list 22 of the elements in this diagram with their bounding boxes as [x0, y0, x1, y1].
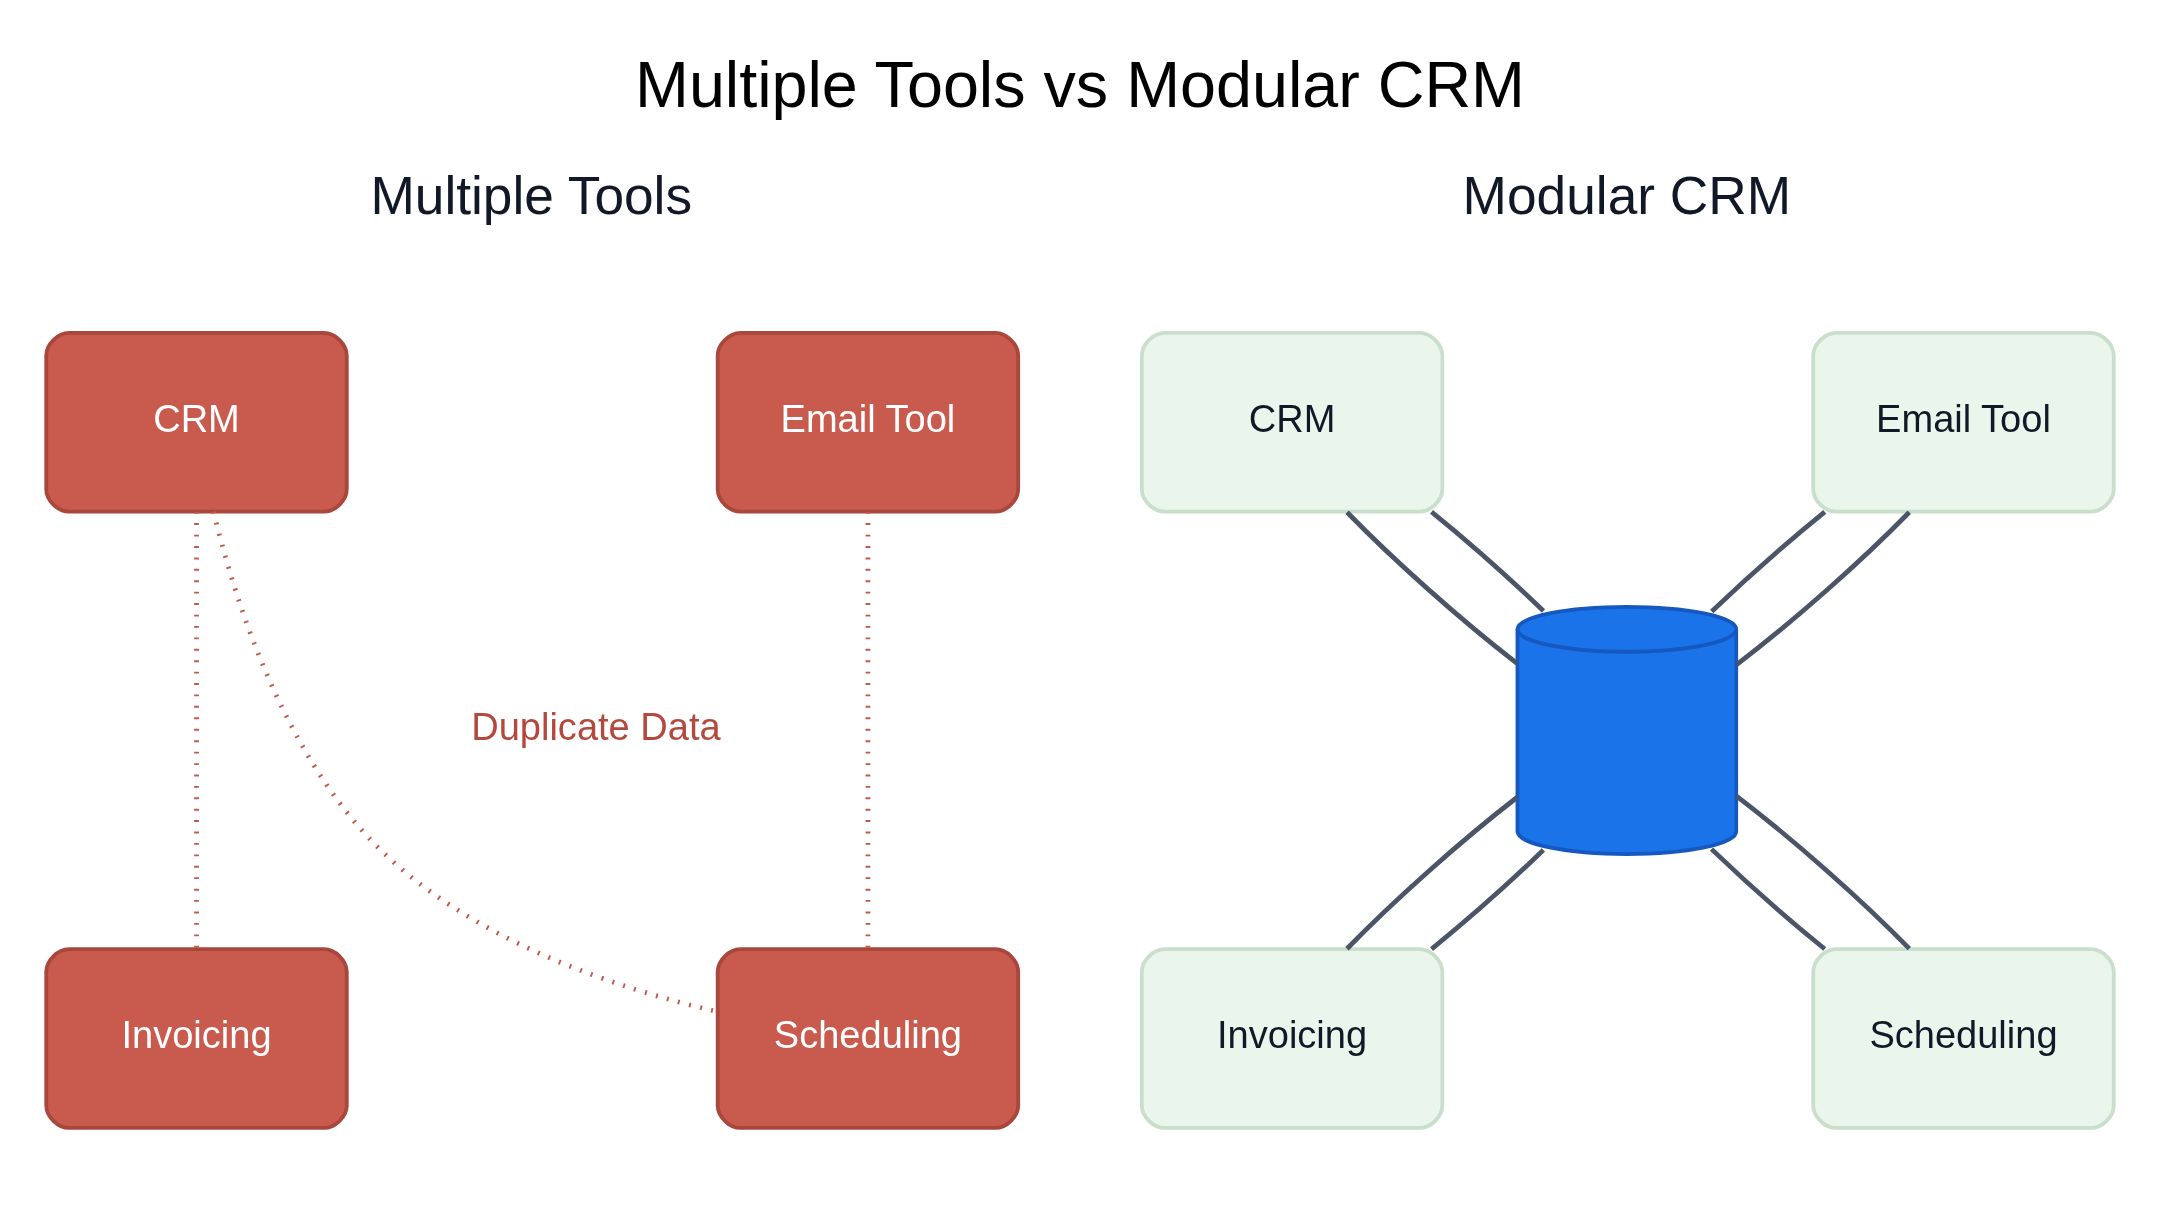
node-box: Email Tool [1811, 331, 2116, 514]
connector [1430, 509, 1546, 613]
node-box: Scheduling [1811, 947, 2116, 1130]
node-box: Invoicing [1139, 947, 1445, 1130]
node-box: CRM [44, 331, 349, 514]
node-box: CRM [1139, 331, 1445, 514]
connector [1709, 847, 1827, 951]
connector [1710, 509, 1827, 614]
connector [1345, 510, 1519, 666]
node-box: Invoicing [44, 947, 349, 1130]
connector [1430, 848, 1546, 951]
label: Duplicate Data [471, 705, 721, 748]
label: Multiple Tools [370, 165, 693, 225]
diagram-title: Multiple Tools vs Modular CRM [635, 47, 1525, 121]
connector [194, 511, 199, 950]
connector [1735, 794, 1911, 951]
connector [1734, 510, 1911, 667]
connector [865, 511, 871, 950]
node-box: Scheduling [715, 947, 1021, 1130]
connector [1345, 795, 1519, 951]
node-box: Email Tool [715, 331, 1021, 514]
label: Modular CRM [1462, 165, 1792, 225]
